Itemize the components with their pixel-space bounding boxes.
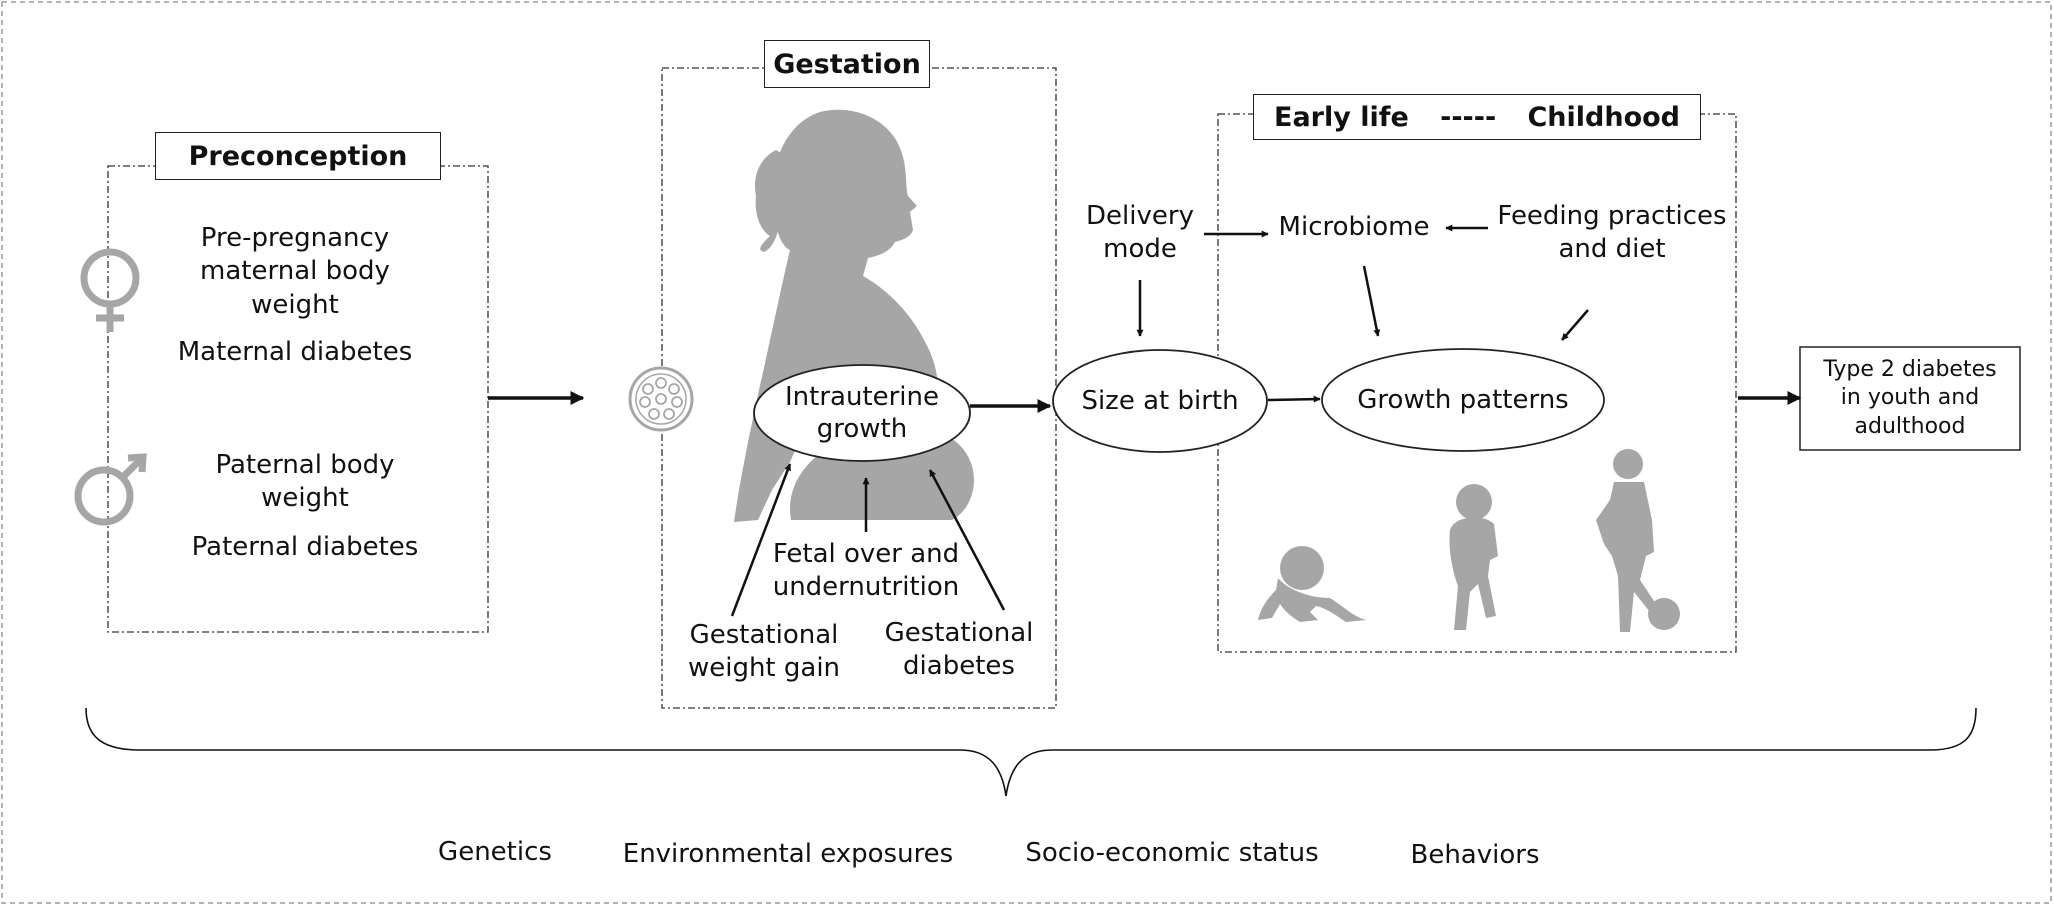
influences-brace [85,707,1977,797]
factor-behaviors: Behaviors [1410,840,1540,870]
arrow-gestdiabetes-to-intrauterine [928,469,1006,611]
early-life-title: Early life [1274,101,1409,133]
feeding-label: Feeding practices and diet [1497,201,1727,265]
size-at-birth-text: Size at birth [1081,385,1239,416]
intrauterine-growth-node [753,364,971,462]
arrow-feeding-to-growth [1561,309,1589,341]
early-life-separator: ----- [1440,101,1497,133]
outcome-box [1799,346,2021,451]
preconception-header: Preconception [155,132,441,180]
embryo-icon [628,366,694,432]
factor-socioeconomic: Socio-economic status [1025,838,1319,868]
arrow-microbiome-to-growth [1362,265,1381,337]
crawling-baby-silhouette [1258,546,1366,622]
growth-patterns-text: Growth patterns [1357,384,1569,415]
outcome-text: Type 2 diabetes in youth and adulthood [1823,356,1997,439]
maternal-weight-label: Pre-pregnancy maternal body weight [200,223,390,320]
arrows [488,224,1802,617]
female-symbol-icon [80,248,140,332]
paternal-weight-label: Paternal body weight [215,450,395,514]
factor-genetics: Genetics [438,837,552,867]
fetal-nutrition-label: Fetal over and undernutrition [772,539,960,603]
intrauterine-growth-text: Intrauterine growth [784,381,940,445]
paternal-diabetes-label: Paternal diabetes [191,532,419,562]
arrow-size-to-growth [1267,395,1321,403]
toddler-silhouette [1449,484,1498,630]
delivery-mode-label: Delivery mode [1086,201,1194,265]
weight-gain-label: Gestational weight gain [687,620,841,684]
male-symbol-icon [74,453,147,526]
factor-environmental: Environmental exposures [622,839,954,869]
microbiome-label: Microbiome [1278,212,1430,242]
maternal-diabetes-label: Maternal diabetes [177,337,413,367]
gestation-header: Gestation [764,40,930,88]
early-life-header: Early life ----- Childhood [1253,94,1701,140]
gestational-diabetes-label: Gestational diabetes [884,618,1034,682]
child-with-ball-silhouette [1596,449,1680,632]
arrow-weightgain-to-intrauterine [730,463,792,617]
childhood-title: Childhood [1527,101,1680,133]
preconception-title: Preconception [188,140,408,172]
size-at-birth-node [1052,349,1268,453]
growth-patterns-node [1321,348,1605,452]
gestation-title: Gestation [773,48,921,80]
